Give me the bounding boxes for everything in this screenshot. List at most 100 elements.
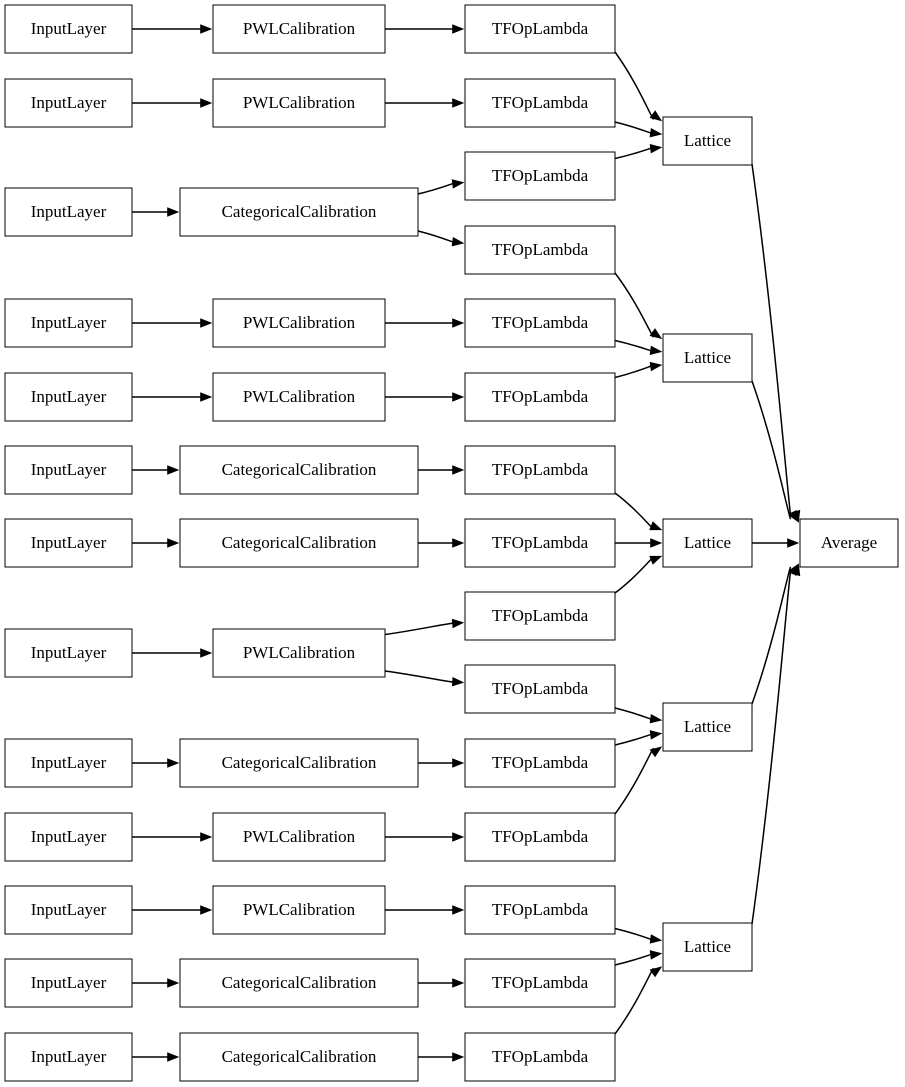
node-calib-cal4[interactable]: PWLCalibration	[212, 372, 386, 422]
node-lambda-lam9[interactable]: TFOpLambda	[464, 664, 616, 714]
node-box[interactable]	[464, 812, 616, 862]
node-calib-cal7[interactable]: PWLCalibration	[212, 628, 386, 678]
node-lambda-lam0[interactable]: TFOpLambda	[464, 4, 616, 54]
node-box[interactable]	[4, 958, 133, 1008]
node-box[interactable]	[4, 1032, 133, 1082]
edge-arrowhead	[649, 143, 663, 154]
node-lambda-lam5[interactable]: TFOpLambda	[464, 372, 616, 422]
node-calib-cal3[interactable]: PWLCalibration	[212, 298, 386, 348]
node-lambda-lam2[interactable]: TFOpLambda	[464, 151, 616, 201]
node-box[interactable]	[179, 445, 419, 495]
node-lambda-lam6[interactable]: TFOpLambda	[464, 445, 616, 495]
node-box[interactable]	[212, 372, 386, 422]
node-box[interactable]	[212, 628, 386, 678]
node-calib-cal6[interactable]: CategoricalCalibration	[179, 518, 419, 568]
node-input-in11[interactable]: InputLayer	[4, 958, 133, 1008]
node-calib-cal0[interactable]: PWLCalibration	[212, 4, 386, 54]
node-box[interactable]	[464, 445, 616, 495]
node-lambda-lam3[interactable]: TFOpLambda	[464, 225, 616, 275]
node-box[interactable]	[662, 518, 753, 568]
node-input-in3[interactable]: InputLayer	[4, 298, 133, 348]
node-output-avg[interactable]: Average	[799, 518, 899, 568]
node-input-in1[interactable]: InputLayer	[4, 78, 133, 128]
node-box[interactable]	[4, 298, 133, 348]
node-calib-cal8[interactable]: CategoricalCalibration	[179, 738, 419, 788]
node-box[interactable]	[179, 518, 419, 568]
node-input-in7[interactable]: InputLayer	[4, 628, 133, 678]
node-box[interactable]	[662, 116, 753, 166]
node-lattice-lat4[interactable]: Lattice	[662, 922, 753, 972]
node-box[interactable]	[662, 922, 753, 972]
node-lambda-lam1[interactable]: TFOpLambda	[464, 78, 616, 128]
node-box[interactable]	[4, 78, 133, 128]
node-calib-cal2[interactable]: CategoricalCalibration	[179, 187, 419, 237]
node-box[interactable]	[4, 518, 133, 568]
edge-cal2-to-lam3	[417, 230, 456, 244]
node-box[interactable]	[4, 628, 133, 678]
node-lattice-lat3[interactable]: Lattice	[662, 702, 753, 752]
node-input-in6[interactable]: InputLayer	[4, 518, 133, 568]
node-box[interactable]	[179, 738, 419, 788]
node-input-in5[interactable]: InputLayer	[4, 445, 133, 495]
node-box[interactable]	[4, 445, 133, 495]
node-box[interactable]	[464, 298, 616, 348]
node-box[interactable]	[4, 372, 133, 422]
node-input-in9[interactable]: InputLayer	[4, 812, 133, 862]
node-box[interactable]	[464, 885, 616, 935]
node-input-in8[interactable]: InputLayer	[4, 738, 133, 788]
node-box[interactable]	[662, 702, 753, 752]
node-lambda-lam10[interactable]: TFOpLambda	[464, 738, 616, 788]
node-box[interactable]	[4, 885, 133, 935]
node-box[interactable]	[464, 591, 616, 641]
node-box[interactable]	[212, 885, 386, 935]
node-box[interactable]	[4, 4, 133, 54]
node-box[interactable]	[4, 812, 133, 862]
node-calib-cal11[interactable]: CategoricalCalibration	[179, 958, 419, 1008]
node-box[interactable]	[4, 738, 133, 788]
node-box[interactable]	[464, 78, 616, 128]
node-lambda-lam11[interactable]: TFOpLambda	[464, 812, 616, 862]
node-box[interactable]	[662, 333, 753, 383]
node-lambda-lam13[interactable]: TFOpLambda	[464, 958, 616, 1008]
node-input-in0[interactable]: InputLayer	[4, 4, 133, 54]
node-box[interactable]	[212, 78, 386, 128]
node-input-in2[interactable]: InputLayer	[4, 187, 133, 237]
node-box[interactable]	[464, 518, 616, 568]
node-box[interactable]	[464, 1032, 616, 1082]
node-box[interactable]	[464, 225, 616, 275]
node-box[interactable]	[799, 518, 899, 568]
node-input-in4[interactable]: InputLayer	[4, 372, 133, 422]
node-lambda-lam12[interactable]: TFOpLambda	[464, 885, 616, 935]
node-box[interactable]	[464, 738, 616, 788]
node-input-in12[interactable]: InputLayer	[4, 1032, 133, 1082]
node-box[interactable]	[4, 187, 133, 237]
node-box[interactable]	[212, 4, 386, 54]
node-calib-cal12[interactable]: CategoricalCalibration	[179, 1032, 419, 1082]
node-calib-cal1[interactable]: PWLCalibration	[212, 78, 386, 128]
node-box[interactable]	[179, 958, 419, 1008]
node-calib-cal10[interactable]: PWLCalibration	[212, 885, 386, 935]
node-box[interactable]	[464, 151, 616, 201]
node-box[interactable]	[464, 664, 616, 714]
node-box[interactable]	[464, 372, 616, 422]
node-box[interactable]	[212, 812, 386, 862]
node-box[interactable]	[212, 298, 386, 348]
node-lattice-lat1[interactable]: Lattice	[662, 333, 753, 383]
node-lambda-lam14[interactable]: TFOpLambda	[464, 1032, 616, 1082]
node-lambda-lam7[interactable]: TFOpLambda	[464, 518, 616, 568]
node-box[interactable]	[179, 187, 419, 237]
node-lambda-lam8[interactable]: TFOpLambda	[464, 591, 616, 641]
node-calib-cal5[interactable]: CategoricalCalibration	[179, 445, 419, 495]
node-box[interactable]	[464, 958, 616, 1008]
node-lattice-lat0[interactable]: Lattice	[662, 116, 753, 166]
node-lambda-lam4[interactable]: TFOpLambda	[464, 298, 616, 348]
node-input-in10[interactable]: InputLayer	[4, 885, 133, 935]
node-calib-cal9[interactable]: PWLCalibration	[212, 812, 386, 862]
node-box[interactable]	[464, 4, 616, 54]
edge-arrowhead	[167, 207, 180, 217]
node-box[interactable]	[179, 1032, 419, 1082]
edge-arrowhead	[649, 361, 663, 372]
node-lattice-lat2[interactable]: Lattice	[662, 518, 753, 568]
edge-arrowhead	[451, 618, 465, 629]
